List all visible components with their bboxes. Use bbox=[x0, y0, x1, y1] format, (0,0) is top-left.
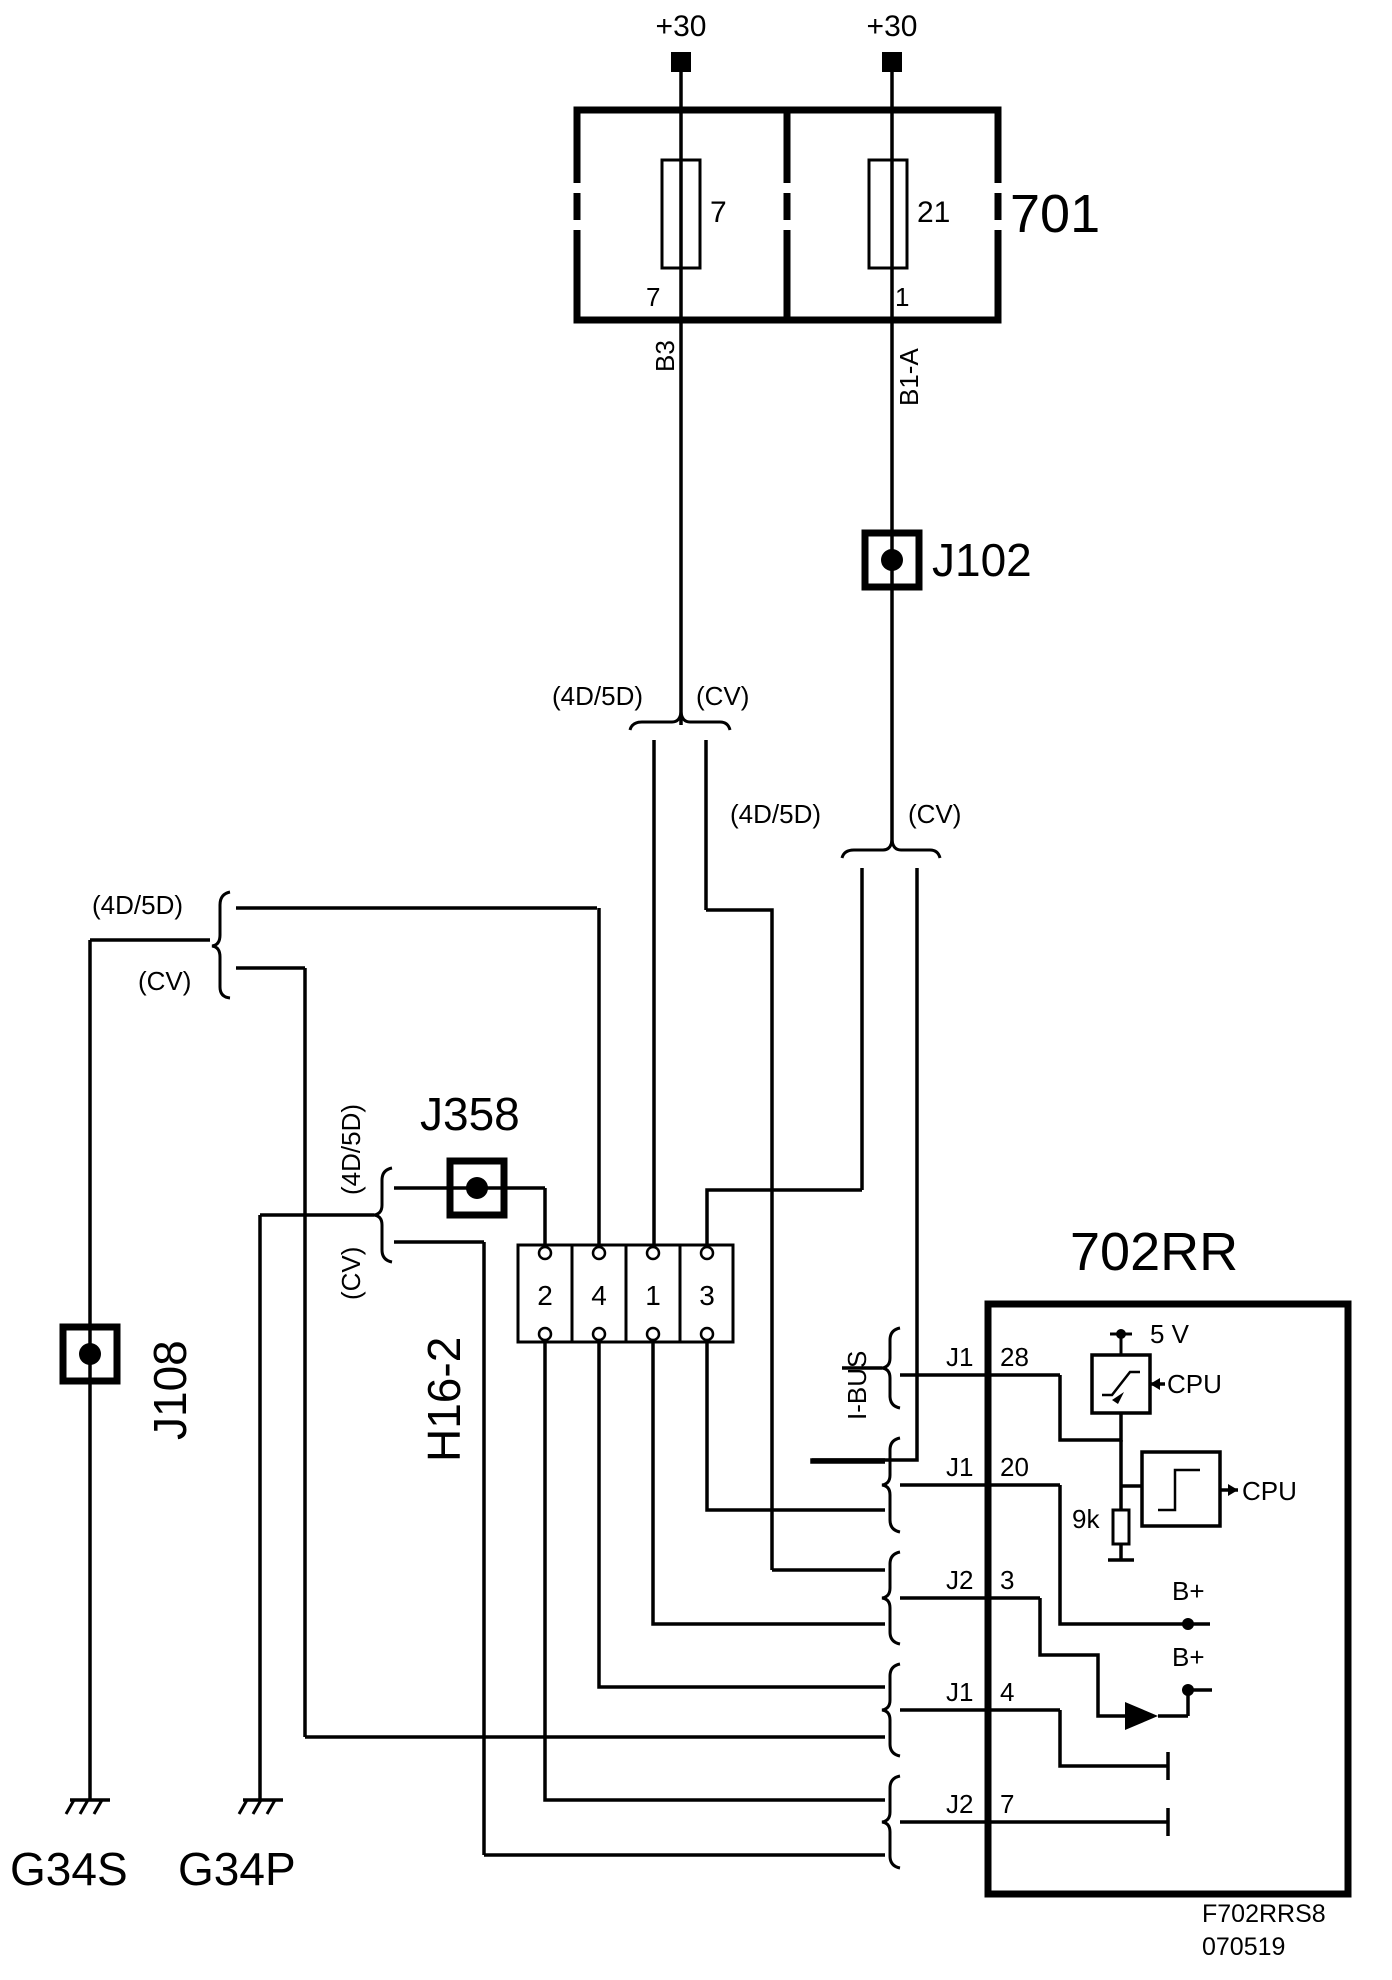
fuse-number-right: 21 bbox=[917, 196, 950, 229]
variant-label-a-1: (4D/5D) bbox=[552, 681, 643, 711]
ground-label-g34p: G34P bbox=[178, 1843, 296, 1895]
splice-j102 bbox=[861, 529, 923, 591]
fuse-21 bbox=[867, 158, 909, 270]
variant-label-b-1: (CV) bbox=[696, 681, 749, 711]
splice-j358-dot bbox=[466, 1177, 488, 1199]
variant-label-a-4: (4D/5D) bbox=[336, 1104, 366, 1195]
variant-label-a-3: (4D/5D) bbox=[92, 890, 183, 920]
feed-terminal-left bbox=[671, 52, 691, 72]
connector-pin-1: 1 bbox=[645, 1280, 661, 1311]
splice-j358-label: J358 bbox=[420, 1088, 520, 1140]
bplus-label-2: B+ bbox=[1172, 1642, 1205, 1672]
splice-j108 bbox=[59, 1323, 121, 1385]
connector-pin-2: 2 bbox=[537, 1280, 553, 1311]
resistor-9k bbox=[1111, 1508, 1131, 1546]
module-row-4-conn: J1 bbox=[946, 1677, 973, 1707]
schmitt-trigger bbox=[1140, 1450, 1222, 1528]
module-row-2-pin: 20 bbox=[1000, 1452, 1029, 1482]
splice-j108-dot bbox=[79, 1343, 101, 1365]
ground-g34s-symbol bbox=[64, 1798, 110, 1815]
fuse-pin-right: 1 bbox=[895, 282, 909, 312]
module-row-1-pin: 28 bbox=[1000, 1342, 1029, 1372]
splice-j358 bbox=[446, 1157, 508, 1219]
splice-j102-dot bbox=[881, 549, 903, 571]
splice-j108-label: J108 bbox=[144, 1340, 196, 1440]
wire-label-b1a: B1-A bbox=[894, 348, 924, 406]
connector-h16-2 bbox=[516, 1243, 735, 1344]
resistor-label: 9k bbox=[1072, 1504, 1100, 1534]
ground-label-g34s: G34S bbox=[10, 1843, 128, 1895]
ground-g34p-symbol bbox=[237, 1798, 283, 1815]
fuse-pin-left: 7 bbox=[646, 282, 660, 312]
connector-pin-4: 4 bbox=[591, 1280, 607, 1311]
module-row-5-conn: J2 bbox=[946, 1789, 973, 1819]
variant-label-b-4: (CV) bbox=[336, 1247, 366, 1300]
cpu-label-1: CPU bbox=[1167, 1369, 1222, 1399]
variant-label-b-3: (CV) bbox=[138, 966, 191, 996]
module-row-3-pin: 3 bbox=[1000, 1565, 1014, 1595]
bplus-label-1: B+ bbox=[1172, 1576, 1205, 1606]
connector-label: H16-2 bbox=[418, 1337, 470, 1462]
wire-label-b3: B3 bbox=[650, 340, 680, 372]
drawing-code: F702RRS8 bbox=[1202, 1900, 1326, 1928]
module-row-4-pin: 4 bbox=[1000, 1677, 1014, 1707]
module-label: 702RR bbox=[1070, 1222, 1238, 1282]
module-row-1-conn: J1 bbox=[946, 1342, 973, 1372]
drawing-date: 070519 bbox=[1202, 1933, 1285, 1961]
splice-j102-label: J102 bbox=[932, 534, 1032, 586]
variant-label-a-2: (4D/5D) bbox=[730, 799, 821, 829]
feed-terminal-right bbox=[882, 52, 902, 72]
module-row-3-conn: J2 bbox=[946, 1565, 973, 1595]
variant-label-b-2: (CV) bbox=[908, 799, 961, 829]
module-row-2-conn: J1 bbox=[946, 1452, 973, 1482]
feed-label-right: +30 bbox=[867, 10, 918, 43]
fusebox-label: 701 bbox=[1010, 184, 1100, 244]
supply-label: 5 V bbox=[1150, 1319, 1190, 1349]
bus-label: I-BUS bbox=[842, 1351, 872, 1420]
cpu-label-2: CPU bbox=[1242, 1476, 1297, 1506]
module-row-5-pin: 7 bbox=[1000, 1789, 1014, 1819]
fuse-number-left: 7 bbox=[710, 196, 727, 229]
connector-pin-3: 3 bbox=[699, 1280, 715, 1311]
feed-label-left: +30 bbox=[656, 10, 707, 43]
output-driver bbox=[1125, 1702, 1158, 1730]
